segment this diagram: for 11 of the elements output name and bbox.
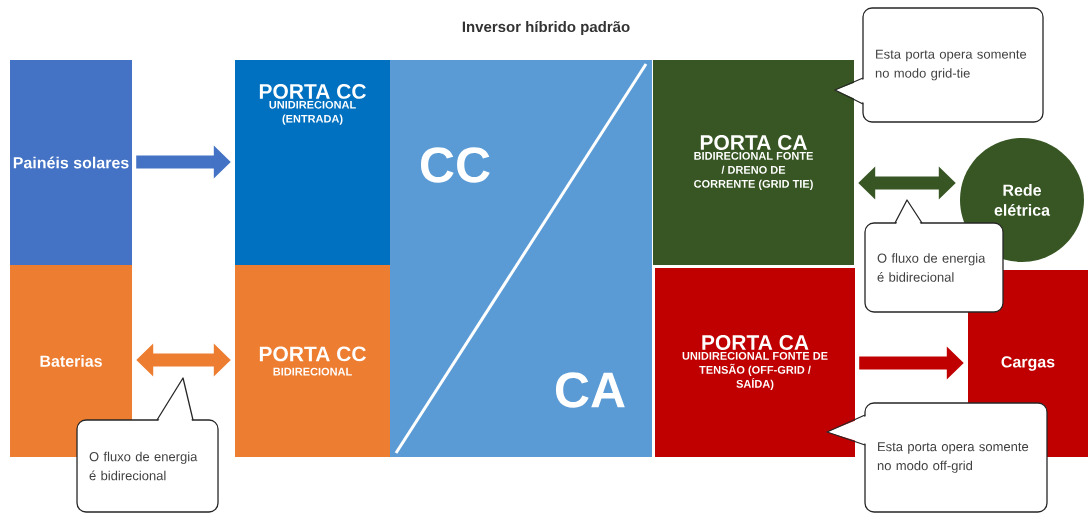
callout-bubble: O fluxo de energia é bidirecional [76,377,219,513]
callout-bubble: Esta porta opera somente no modo grid-tie [834,7,1044,123]
callout-bubble: Esta porta opera somente no modo off-grid [826,402,1048,513]
port-box: PORTA CC UNIDIRECIONAL (ENTRADA) [235,60,390,265]
title: Inversor híbrido padrão [462,20,630,36]
panel-label: CC [420,147,490,183]
port-box: PORTA CA UNIDIRECIONAL FONTE DE TENSÃO (OFF-GRID / SAÍDA) [655,268,855,457]
port-box: PORTA CA BIDIRECIONAL FONTE / DRENO DE CORRENTE (GRID TIE) [653,60,854,265]
port-box: PORTA CC BIDIRECIONAL [235,265,390,457]
panel-label: CA [555,372,625,408]
port-box: Painéis solares [10,60,132,265]
